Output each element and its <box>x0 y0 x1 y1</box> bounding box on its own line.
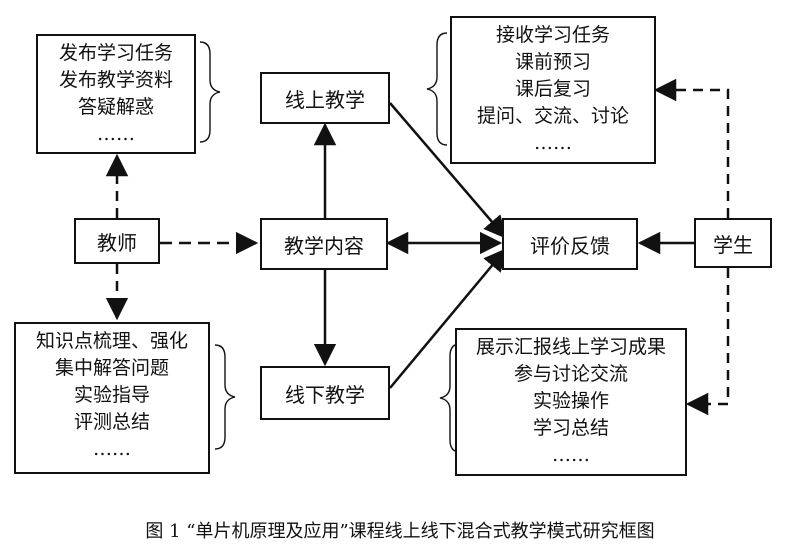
list-item: 实验指导 <box>73 384 150 406</box>
list-item: 答疑解惑 <box>77 96 154 118</box>
node-offline-teaching: 线下教学 <box>260 366 390 420</box>
brace-teacher-offline <box>214 344 236 450</box>
list-item: 评测总结 <box>73 411 150 433</box>
list-item: 学习总结 <box>532 417 609 439</box>
list-item: 发布学习任务 <box>58 42 173 64</box>
list-item: 参与讨论交流 <box>513 363 628 385</box>
list-item: 实验操作 <box>532 390 609 412</box>
arrow-offline-to-feedback <box>389 248 507 389</box>
arrow-student-to-online-tasks <box>653 78 730 218</box>
brace-teacher-online <box>199 41 221 143</box>
node-teacher: 教师 <box>74 218 160 264</box>
figure-caption: 图 1 “单片机原理及应用”课程线上线下混合式教学模式研究框图 <box>145 521 655 542</box>
list-item: 展示汇报线上学习成果 <box>475 336 666 358</box>
list-student-offline-tasks: 展示汇报线上学习成果 参与讨论交流 实验操作 学习总结 …… <box>455 328 687 476</box>
arrow-online-to-feedback <box>389 102 507 239</box>
list-student-online-tasks: 接收学习任务 课前预习 课后复习 提问、交流、讨论 …… <box>450 16 656 164</box>
node-online-teaching: 线上教学 <box>260 72 390 124</box>
list-item: …… <box>534 132 572 154</box>
list-item: 知识点梳理、强化 <box>35 330 188 352</box>
node-evaluation-feedback: 评价反馈 <box>502 218 638 270</box>
brace-student-offline <box>439 343 461 453</box>
arrow-student-to-offline-tasks <box>685 268 730 416</box>
list-item: 集中解答问题 <box>54 357 169 379</box>
list-teacher-offline-tasks: 知识点梳理、强化 集中解答问题 实验指导 评测总结 …… <box>14 322 210 474</box>
node-teaching-content: 教学内容 <box>260 218 388 270</box>
list-item: …… <box>552 444 590 466</box>
list-item: 提问、交流、讨论 <box>476 105 629 127</box>
node-student: 学生 <box>694 218 772 268</box>
list-item: …… <box>97 123 135 145</box>
brace-student-online <box>426 32 448 146</box>
list-item: …… <box>93 438 131 460</box>
list-item: 发布教学资料 <box>58 69 173 91</box>
list-item: 接收学习任务 <box>495 24 610 46</box>
list-item: 课后复习 <box>514 78 591 100</box>
list-item: 课前预习 <box>514 51 591 73</box>
list-teacher-online-tasks: 发布学习任务 发布教学资料 答疑解惑 …… <box>36 34 196 154</box>
